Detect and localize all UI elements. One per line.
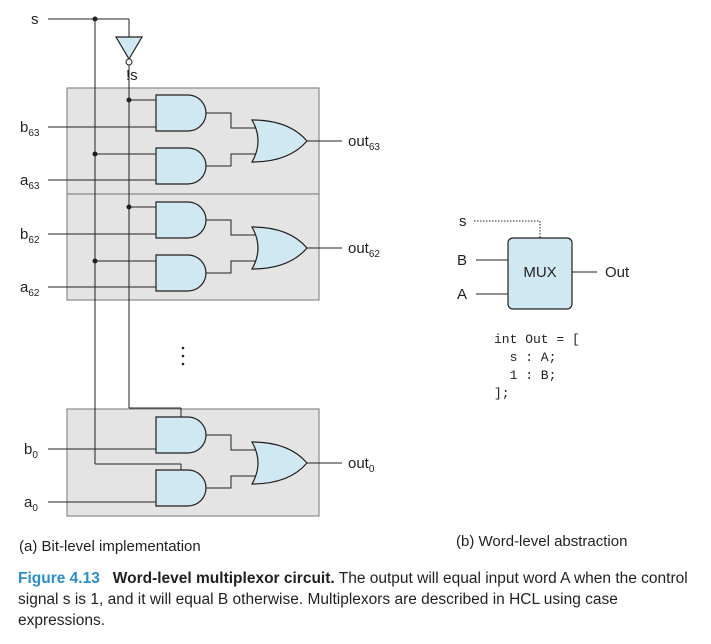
out63-label: out63 <box>348 133 380 153</box>
not-gate <box>114 36 144 61</box>
hcl-line: ]; <box>494 386 510 401</box>
b63-label: b63 <box>20 119 40 139</box>
and-gate-0-upper <box>155 416 207 454</box>
multiplexor-figure: s !s b63 a63 out63 b62 a62 out62 b0 a0 o… <box>19 11 630 555</box>
mux-s-label: s <box>459 213 467 230</box>
not-s-label: !s <box>126 67 138 84</box>
or-gate-62 <box>250 226 308 270</box>
hcl-line: int Out = [ <box>494 332 580 347</box>
ellipsis-dot <box>181 354 185 358</box>
b62-label: b62 <box>20 226 40 246</box>
and-gate-63-upper <box>155 94 207 132</box>
caption-title: Word-level multiplexor circuit. <box>112 570 335 587</box>
and-gate-0-lower <box>155 469 207 507</box>
caption-figure-number: Figure 4.13 <box>18 570 100 587</box>
panel-a-label: (a) Bit-level implementation <box>19 538 201 555</box>
ellipsis-dot <box>181 362 185 366</box>
and-gate-62-lower <box>155 254 207 292</box>
or-gate-63 <box>250 119 308 163</box>
and-gate-62-upper <box>155 201 207 239</box>
ellipsis-dot <box>181 346 185 350</box>
or-gate-0 <box>250 441 308 485</box>
a62-label: a62 <box>20 279 40 299</box>
hcl-line: s : A; <box>494 350 556 365</box>
mux-b-label: B <box>457 252 467 269</box>
a63-label: a63 <box>20 172 40 192</box>
figure-caption: Figure 4.13 Word-level multiplexor circu… <box>18 568 698 631</box>
mux-out-label: Out <box>605 264 630 281</box>
mux-a-label: A <box>457 286 467 303</box>
mux-box <box>507 237 573 310</box>
mux-box-label: MUX <box>523 264 556 281</box>
s-input-label: s <box>31 11 39 28</box>
and-gate-63-lower <box>155 147 207 185</box>
out62-label: out62 <box>348 240 380 260</box>
caption-text: The output will equal input word A when … <box>18 570 688 629</box>
b0-label: b0 <box>24 441 38 461</box>
out0-label: out0 <box>348 455 375 475</box>
a0-label: a0 <box>24 494 38 514</box>
panel-b-label: (b) Word-level abstraction <box>456 533 627 550</box>
hcl-line: 1 : B; <box>494 368 556 383</box>
